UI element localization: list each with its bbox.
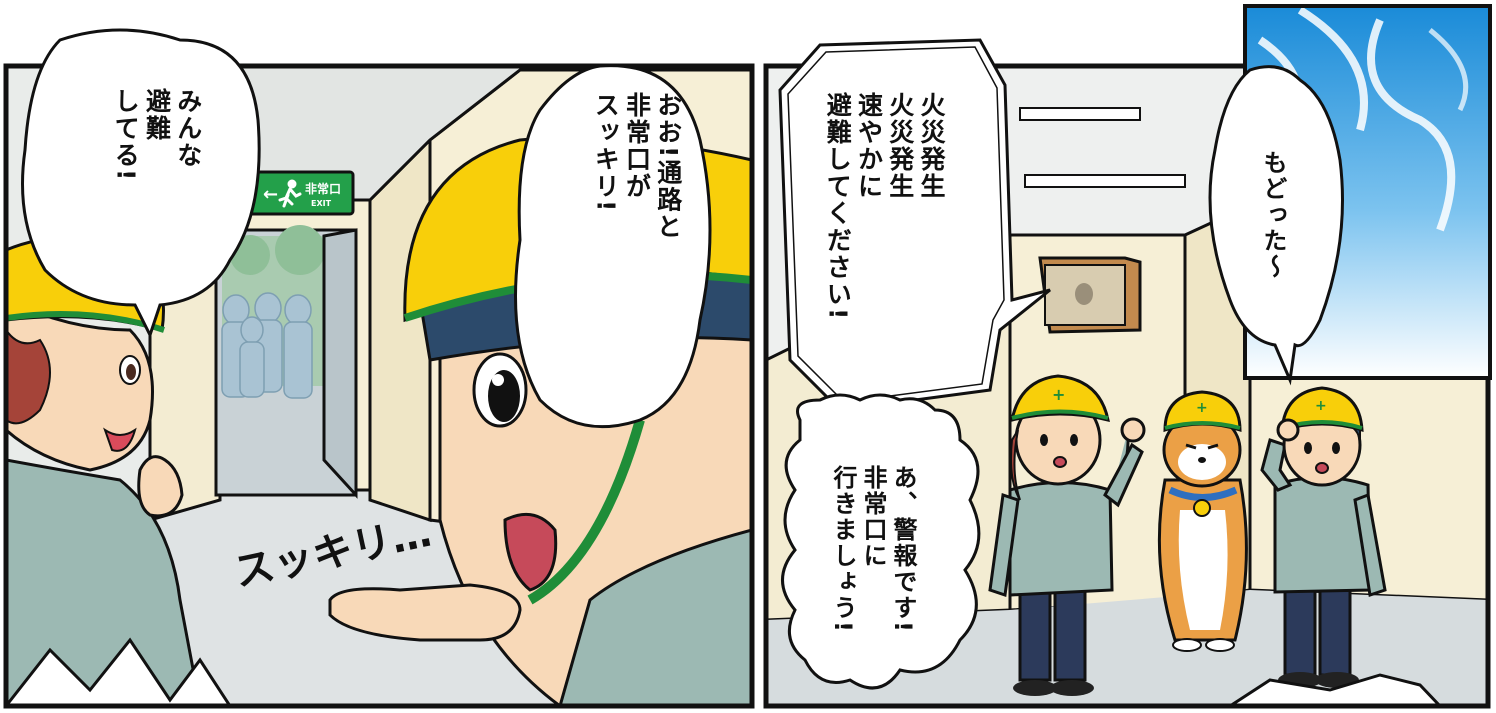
crowd-silhouette xyxy=(221,292,313,399)
svg-text:+: + xyxy=(1196,400,1208,416)
svg-text:非常口: 非常口 xyxy=(305,181,341,196)
exit-running-man-icon xyxy=(278,179,302,208)
girl-character-right: + xyxy=(988,374,1146,696)
left-panel-border xyxy=(3,63,755,709)
speech-bubble-flash xyxy=(1208,65,1344,386)
speaker-icon xyxy=(1038,256,1142,334)
bell-icon xyxy=(1193,499,1211,517)
speech-bubble-girl-right xyxy=(781,393,981,690)
announcement-bubble xyxy=(778,38,1051,412)
speech-bubble-girl xyxy=(21,28,261,339)
dialogue-flash: もどった〜 xyxy=(1259,150,1287,280)
shiba-dog-character: + xyxy=(1157,390,1248,652)
exit-sign: ← 非常口 EXIT xyxy=(243,170,355,216)
dialogue-girl-right: あ、警報です! 非常口に 行きましょう! xyxy=(829,465,917,634)
svg-text:EXIT: EXIT xyxy=(311,199,332,208)
dialogue-boy-left: おお!通路と 非常口が スッキリ! xyxy=(591,92,683,241)
svg-text:+: + xyxy=(1315,398,1327,414)
svg-text:+: + xyxy=(1052,385,1065,404)
boy-character-right: + xyxy=(1260,386,1387,688)
speech-bubble-boy xyxy=(514,64,712,429)
dialogue-girl-left: みんな 避難 してる! xyxy=(111,88,203,183)
announcement-text: 火災発生 火災発生 速やかに 避難してください! xyxy=(823,92,946,322)
right-panel-border xyxy=(763,63,1491,709)
svg-text:←: ← xyxy=(263,184,278,205)
